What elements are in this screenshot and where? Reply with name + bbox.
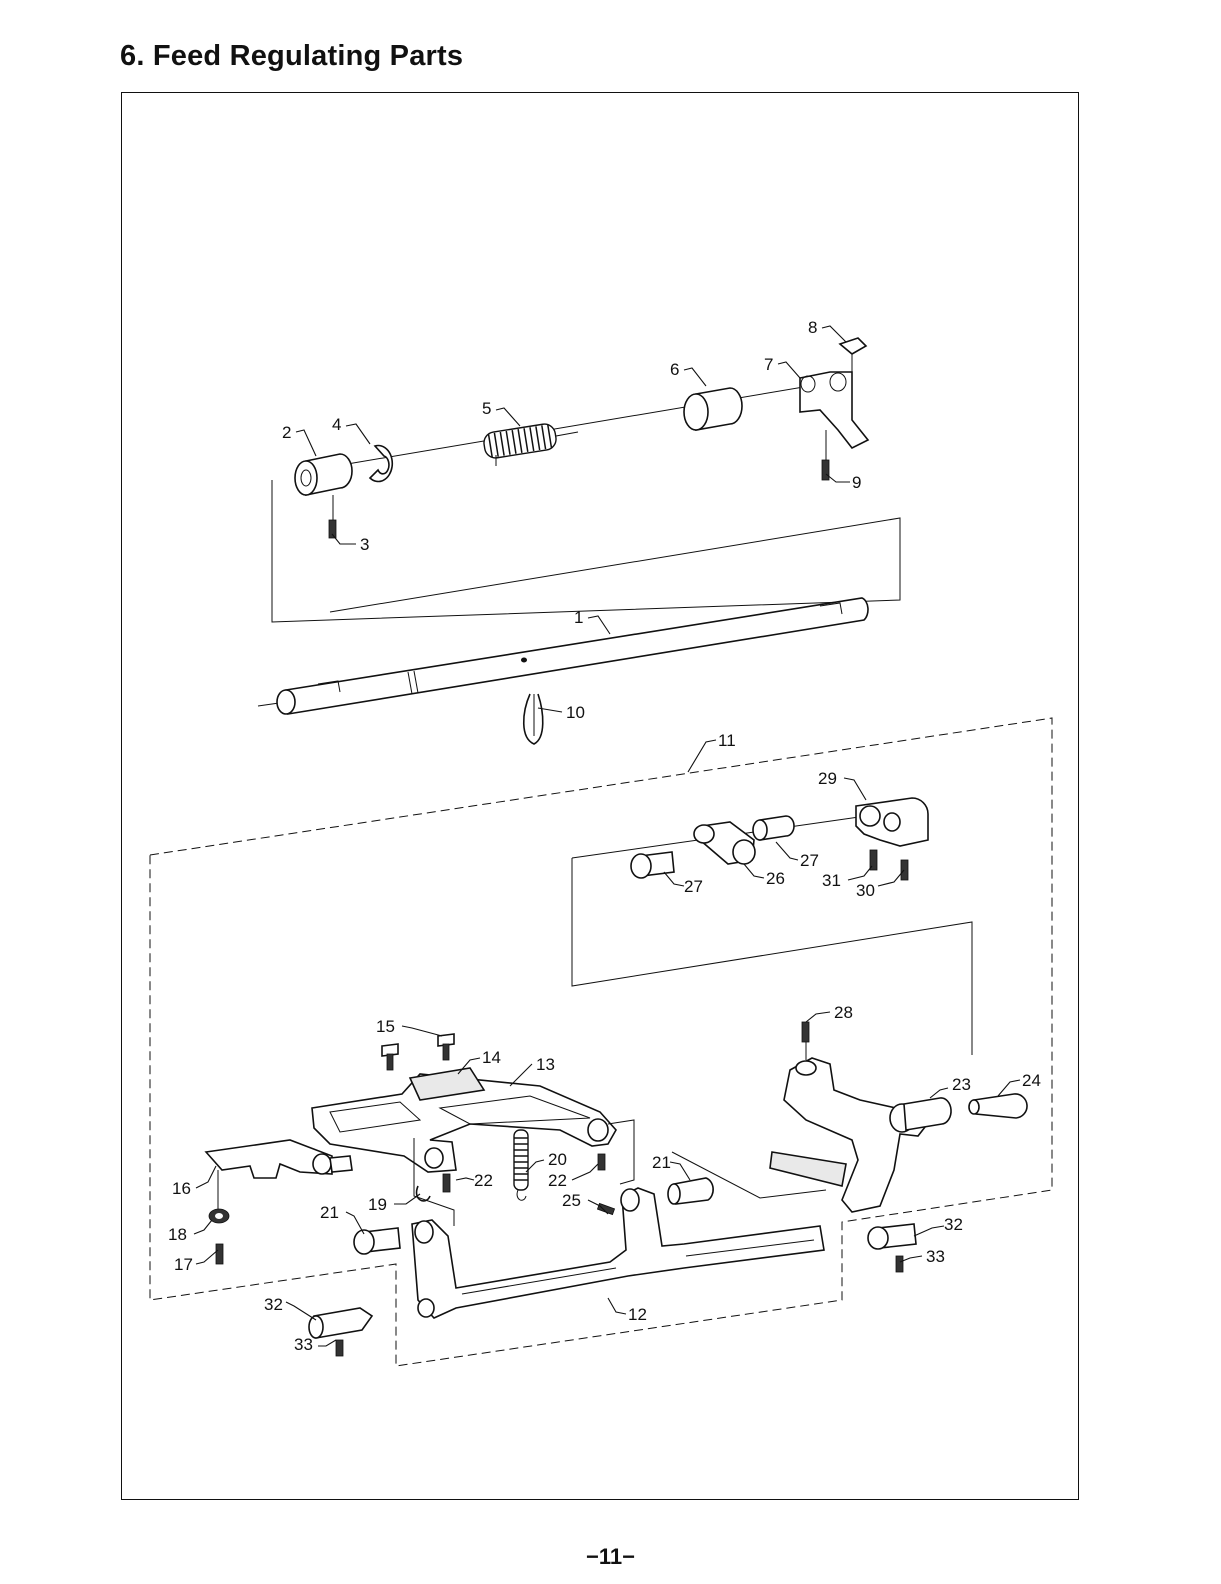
part-12-feed-arm (412, 1188, 824, 1318)
callout-4: 4 (332, 415, 341, 434)
part-10-cotter-pin (524, 694, 543, 744)
part-32-roller-right (868, 1224, 916, 1249)
callout-25: 25 (562, 1191, 581, 1210)
part-2-collar (295, 454, 352, 495)
callout-15: 15 (376, 1017, 395, 1036)
callout-24: 24 (1022, 1071, 1041, 1090)
part-33-screw-right (896, 1256, 903, 1272)
part-23-arm (770, 1058, 951, 1212)
callout-11: 11 (718, 731, 736, 750)
callout-26: 26 (766, 869, 785, 888)
part-5-spring (482, 423, 578, 466)
callout-23: 23 (952, 1075, 971, 1094)
part-22-screw-left (443, 1174, 450, 1192)
callout-10: 10 (566, 703, 585, 722)
part-30-screw (901, 860, 908, 880)
callout-7: 7 (764, 355, 773, 374)
callout-2: 2 (282, 423, 291, 442)
callout-3: 3 (360, 535, 369, 554)
page-number: −11− (0, 1544, 1221, 1570)
part-18-washer (209, 1170, 229, 1223)
callout-21-right: 21 (652, 1153, 671, 1172)
part-32-roller-left (309, 1308, 372, 1338)
callout-5: 5 (482, 399, 491, 418)
callout-31: 31 (822, 871, 841, 890)
part-25-screw (597, 1203, 614, 1214)
part-27-pin-right (753, 816, 794, 840)
callout-18: 18 (168, 1225, 187, 1244)
callout-20: 20 (548, 1150, 567, 1169)
callout-21-left: 21 (320, 1203, 339, 1222)
part-3-set-screw (329, 495, 336, 538)
callout-22-right: 22 (548, 1171, 567, 1190)
part-4-retaining-ring (370, 445, 392, 481)
callout-27-right: 27 (800, 851, 819, 870)
part-15-screw-left (382, 1044, 398, 1070)
callout-8: 8 (808, 318, 817, 337)
part-17-screw (216, 1244, 223, 1264)
callout-27-left: 27 (684, 877, 703, 896)
callout-28: 28 (834, 1003, 853, 1022)
callout-32-right: 32 (944, 1215, 963, 1234)
part-33-screw-left (336, 1340, 343, 1356)
callout-22-left: 22 (474, 1171, 493, 1190)
callout-32-left: 32 (264, 1295, 283, 1314)
callout-33-left: 33 (294, 1335, 313, 1354)
part-27-pin-left (631, 852, 674, 878)
upper-assembly-axis (300, 380, 845, 472)
part-20-spring (514, 1130, 528, 1200)
part-9-screw (822, 430, 829, 480)
callout-17: 17 (174, 1255, 193, 1274)
callout-1: 1 (574, 608, 583, 627)
callout-6: 6 (670, 360, 679, 379)
part-29-block (856, 798, 928, 846)
part-6-collar (684, 388, 742, 430)
callout-16: 16 (172, 1179, 191, 1198)
part-24-pin (969, 1094, 1027, 1118)
part-7-bracket (800, 372, 868, 448)
callout-12: 12 (628, 1305, 647, 1324)
callout-14: 14 (482, 1048, 501, 1067)
callout-33-right: 33 (926, 1247, 945, 1266)
callout-29: 29 (818, 769, 837, 788)
callout-9: 9 (852, 473, 861, 492)
part-1-feed-shaft (258, 598, 868, 714)
callout-13: 13 (536, 1055, 555, 1074)
part-21-pin-right (668, 1178, 713, 1204)
part-26-link (694, 822, 755, 864)
part-22-screw-right (598, 1154, 605, 1170)
callout-30: 30 (856, 881, 875, 900)
part-28-screw (802, 1022, 809, 1060)
part-16-lever (206, 1140, 352, 1178)
part-15-screw-right (438, 1034, 454, 1060)
part-21-pin-left (354, 1228, 400, 1254)
callout-19: 19 (368, 1195, 387, 1214)
